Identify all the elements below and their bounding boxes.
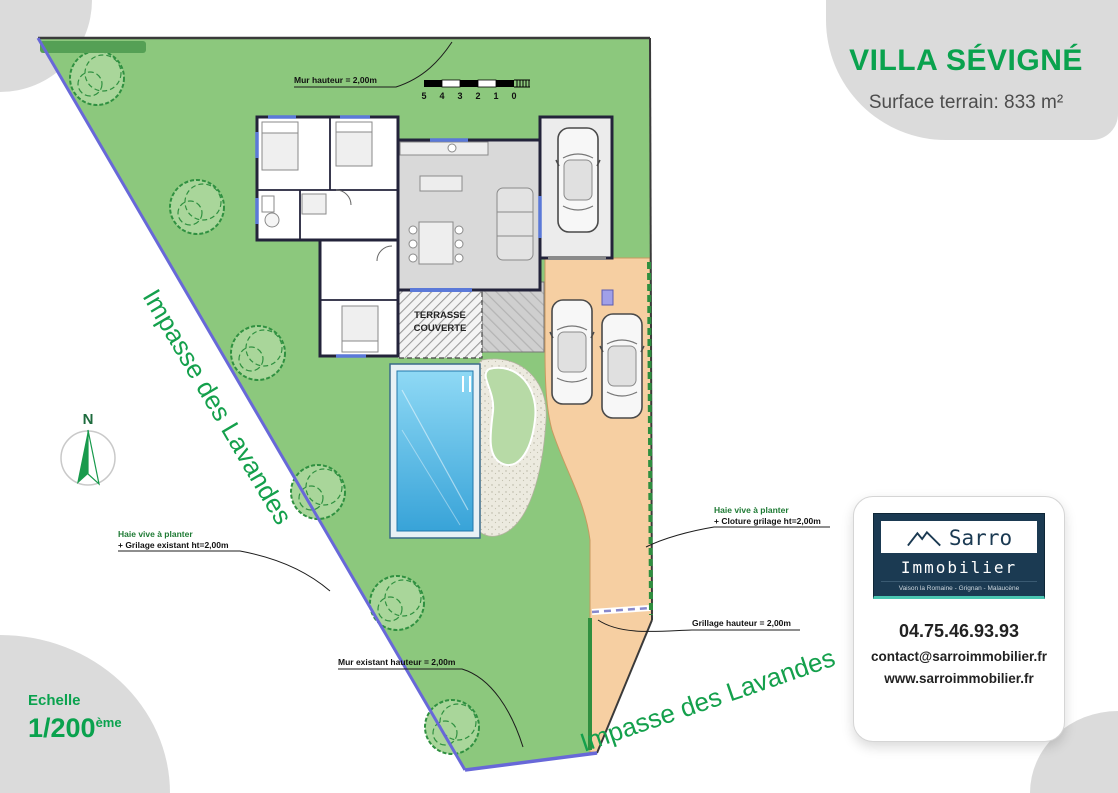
hedge-top: [40, 41, 146, 53]
north-compass: N: [60, 411, 116, 486]
sofa: [496, 187, 534, 261]
label-fence: Grillage hauteur = 2,00m: [692, 618, 791, 628]
agency-brand: Immobilier: [900, 558, 1018, 577]
scale-tick: 1: [493, 91, 498, 101]
agency-website: www.sarroimmobilier.fr: [884, 671, 1034, 686]
label-hedge-left-black: + Grilage existant ht=2,00m: [118, 540, 229, 550]
kitchen-counter: [399, 141, 489, 156]
scale-bar: 5 4 3 2 1 0: [421, 79, 530, 101]
dining-table: [408, 221, 464, 265]
scale-suffix: ème: [95, 715, 122, 730]
scale-label: Echelle: [28, 692, 81, 709]
boundary-street-left: [36, 37, 467, 771]
planting-bed: [484, 366, 537, 466]
car: [549, 299, 595, 405]
terrace-label-line1: TERRASSE: [414, 310, 466, 321]
tree: [69, 50, 125, 106]
wc: [261, 195, 275, 213]
scale-tick: 4: [439, 91, 444, 101]
page-title: VILLA SÉVIGNÉ: [849, 44, 1083, 77]
label-hedge-right-green: Haie vive à planter: [714, 505, 789, 515]
surface-subtitle: Surface terrain: 833 m²: [868, 92, 1064, 113]
header: VILLA SÉVIGNÉ Surface terrain: 833 m²: [828, 44, 1104, 114]
roof-icon: [907, 530, 941, 547]
house: [255, 115, 614, 359]
tree: [230, 325, 286, 381]
car: [555, 127, 601, 233]
hedge-right: [647, 261, 653, 616]
boundary-diagonal: [596, 619, 653, 754]
label-hedge-left-green: Haie vive à planter: [118, 529, 193, 539]
leader-lines: [118, 41, 830, 748]
car: [599, 313, 645, 419]
terrace-label-line2: COUVERTE: [414, 323, 467, 334]
windows: [255, 115, 542, 358]
north-label: N: [83, 411, 94, 428]
bed: [261, 121, 299, 171]
agency-locations: Vaison la Romaine - Grignan - Malaucène: [881, 581, 1037, 592]
tree: [169, 179, 225, 235]
entrance-gate: [591, 605, 651, 615]
scale-tick: 3: [457, 91, 462, 101]
scale-ratio: 1/200: [28, 713, 96, 743]
agency-logo: Sarro Immobilier Vaison la Romaine - Gri…: [873, 513, 1045, 599]
scale-tick: 0: [511, 91, 516, 101]
scale-block: Echelle 1/200ème: [28, 692, 122, 744]
scale-tick: 5: [421, 91, 426, 101]
scale-tick: 2: [475, 91, 480, 101]
bed: [341, 305, 379, 353]
boundary-wall-bottom: [464, 751, 598, 772]
label-hedge-right-black: + Cloture grilage ht=2,00m: [714, 516, 821, 526]
sink: [264, 212, 280, 228]
parcel-boundaries: [36, 36, 653, 772]
agency-phone: 04.75.46.93.93: [898, 621, 1020, 641]
patio: [481, 281, 545, 353]
kitchen-island: [419, 175, 463, 192]
label-wall-top: Mur hauteur = 2,00m: [294, 75, 377, 85]
utility-box: [601, 289, 614, 306]
tree: [290, 464, 346, 520]
swimming-pool: [389, 363, 481, 539]
agency-logo-top: Sarro: [881, 521, 1037, 553]
shower: [301, 193, 327, 215]
label-wall-existing: Mur existant hauteur = 2,00m: [338, 657, 456, 667]
scale-value: 1/200ème: [28, 713, 122, 744]
agency-card: Sarro Immobilier Vaison la Romaine - Gri…: [853, 496, 1065, 742]
agency-email: contact@sarroimmobilier.fr: [871, 649, 1047, 664]
bed: [335, 121, 373, 167]
corner-decoration-top-right: [826, 0, 1118, 140]
agency-name: Sarro: [948, 526, 1013, 550]
